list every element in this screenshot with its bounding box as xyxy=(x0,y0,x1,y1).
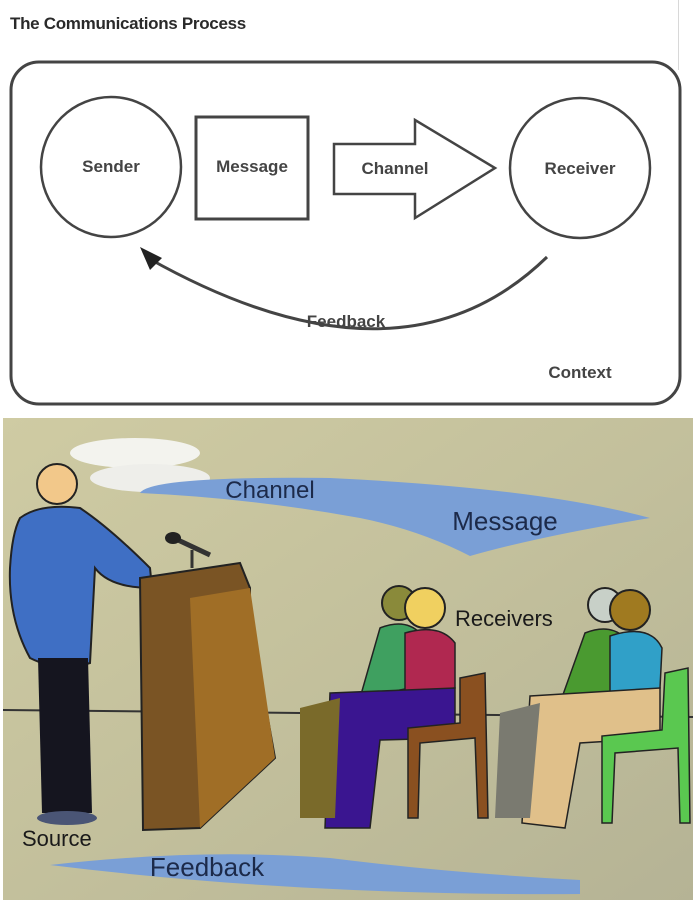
channel-arrow xyxy=(332,117,498,221)
receiver-body xyxy=(404,628,456,694)
source-label: Source xyxy=(22,826,92,851)
channel-banner xyxy=(140,477,650,556)
receiver-label: Receiver xyxy=(545,159,616,178)
feedback-label: Feedback xyxy=(307,312,386,331)
feedback-arc xyxy=(147,255,549,331)
receiver-body xyxy=(609,630,663,697)
context-label: Context xyxy=(548,363,612,382)
communication-model-diagram: Sender Message Channel Receiver Feedback… xyxy=(9,60,682,406)
receiver-node xyxy=(508,96,652,240)
sender-label: Sender xyxy=(82,157,140,176)
context-frame xyxy=(9,60,682,406)
speaker-body xyxy=(8,505,154,668)
receivers-label: Receivers xyxy=(455,606,553,631)
message-label: Message xyxy=(452,506,558,536)
speaker-shoes xyxy=(37,811,97,825)
divider-line xyxy=(678,0,679,70)
receiver-head xyxy=(609,589,651,631)
chair xyxy=(407,672,489,819)
sender-node xyxy=(39,95,183,239)
speaker-head xyxy=(36,463,78,505)
podium-side xyxy=(190,588,275,828)
receiver-legs xyxy=(521,687,661,829)
feedback-label: Feedback xyxy=(150,852,265,882)
receiver-legs xyxy=(300,698,340,818)
channel-label: Channel xyxy=(225,477,314,504)
microphone-head xyxy=(165,532,181,544)
speech-bubble xyxy=(70,438,200,468)
diagram-title: The Communications Process xyxy=(10,14,246,33)
channel-label: Channel xyxy=(361,159,428,178)
receiver-legs xyxy=(495,703,540,818)
speaker-legs xyxy=(38,658,92,813)
microphone-icon xyxy=(176,537,212,558)
chair xyxy=(601,667,691,824)
feedback-banner xyxy=(50,854,580,895)
message-label: Message xyxy=(216,157,288,176)
communication-illustration: Channel Message Receivers Source Feedbac… xyxy=(2,418,694,900)
feedback-arrowhead-icon xyxy=(140,247,162,270)
receiver-legs xyxy=(324,687,456,829)
receiver-head xyxy=(404,587,446,629)
message-node xyxy=(194,115,310,221)
